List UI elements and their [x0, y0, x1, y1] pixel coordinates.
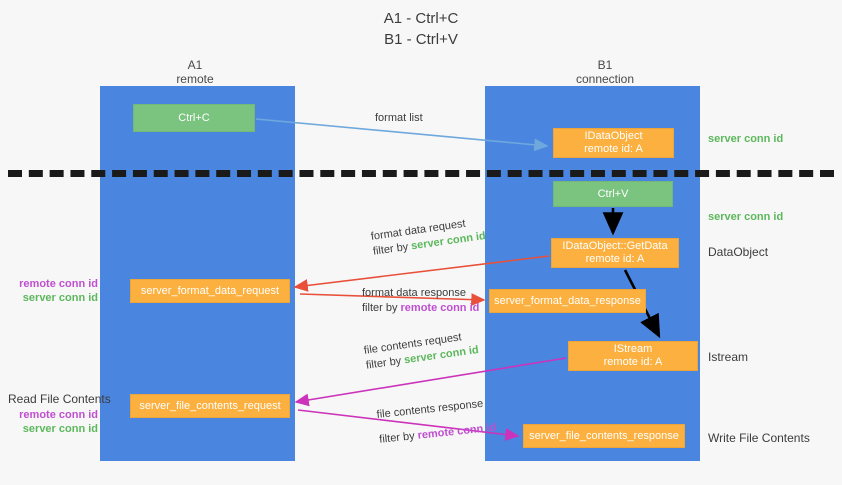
note-conn-ids-lower: remote conn id server conn id — [8, 408, 98, 436]
box-sfcresp-label: server_file_contents_response — [529, 429, 679, 442]
column-header-a1: A1 remote — [120, 58, 270, 86]
label-file-contents-response-filter: filter by remote conn id — [379, 421, 497, 448]
box-istream[interactable]: IStream remote id: A — [568, 341, 698, 371]
box-idataobject[interactable]: IDataObject remote id: A — [553, 128, 674, 158]
filter-prefix: filter by — [365, 354, 406, 372]
column-a1-name: A1 — [187, 58, 203, 72]
box-getdata-line2: remote id: A — [585, 253, 645, 265]
note-server-conn-id-2: server conn id — [22, 423, 98, 435]
column-a1-role: remote — [176, 72, 214, 86]
title-line-2: B1 - Ctrl+V — [384, 31, 458, 48]
label-format-list: format list — [375, 111, 423, 126]
box-sfdreq-label: server_format_data_request — [140, 284, 280, 297]
box-ctrl-c[interactable]: Ctrl+C — [133, 104, 255, 132]
box-server-format-data-response[interactable]: server_format_data_response — [489, 289, 646, 313]
note-conn-ids-upper: remote conn id server conn id — [8, 277, 98, 305]
label-file-contents-response: file contents response filter by remote … — [376, 396, 497, 448]
box-server-format-data-request[interactable]: server_format_data_request — [130, 279, 290, 303]
note-istream: Istream — [708, 350, 749, 364]
page-title: A1 - Ctrl+C B1 - Ctrl+V — [0, 8, 842, 50]
note-remote-conn-id-1: remote conn id — [19, 278, 98, 290]
label-format-data-request: format data request filter by server con… — [370, 214, 487, 260]
box-sfcreq-label: server_file_contents_request — [139, 399, 281, 412]
box-ctrl-v[interactable]: Ctrl+V — [553, 181, 673, 207]
box-istream-line2: remote id: A — [603, 356, 663, 368]
box-getdata-line1: IDataObject::GetData — [562, 240, 668, 252]
box-server-file-contents-request[interactable]: server_file_contents_request — [130, 394, 290, 418]
box-idataobject-getdata[interactable]: IDataObject::GetData remote id: A — [551, 238, 679, 268]
note-server-conn-id-mid: server conn id — [708, 211, 784, 223]
note-server-conn-id-1: server conn id — [22, 292, 98, 304]
box-ctrl-v-label: Ctrl+V — [597, 187, 629, 200]
box-istream-line1: IStream — [613, 343, 653, 355]
filter-prefix: filter by — [372, 240, 413, 258]
box-idataobject-line2: remote id: A — [584, 143, 643, 155]
column-header-b1: B1 connection — [530, 58, 680, 86]
box-sfdresp-label: server_format_data_response — [494, 294, 641, 307]
note-server-conn-id-top: server conn id — [708, 133, 784, 145]
label-format-data-response: format data response filter by remote co… — [362, 286, 479, 316]
label-format-list-text: format list — [375, 112, 423, 124]
column-b1-role: connection — [575, 72, 635, 86]
filter-key-remote-conn-id: remote conn id — [400, 302, 480, 314]
box-idataobject-line1: IDataObject — [584, 130, 643, 142]
label-file-contents-request: file contents request filter by server c… — [363, 328, 480, 374]
filter-prefix: filter by — [378, 429, 419, 446]
label-format-data-response-filter: filter by remote conn id — [362, 301, 479, 316]
note-read-file-contents: Read File Contents — [8, 392, 111, 406]
note-dataobject: DataObject — [708, 245, 769, 259]
box-server-file-contents-response[interactable]: server_file_contents_response — [523, 424, 685, 448]
note-write-file-contents: Write File Contents — [708, 431, 810, 445]
box-ctrl-c-label: Ctrl+C — [178, 111, 210, 124]
label-file-contents-response-text: file contents response — [376, 397, 484, 421]
dashed-divider — [8, 170, 834, 177]
filter-prefix: filter by — [362, 302, 401, 314]
note-remote-conn-id-2: remote conn id — [19, 409, 98, 421]
column-b1-name: B1 — [597, 58, 613, 72]
label-format-data-response-text: format data response — [362, 287, 466, 299]
title-line-1: A1 - Ctrl+C — [383, 10, 459, 27]
